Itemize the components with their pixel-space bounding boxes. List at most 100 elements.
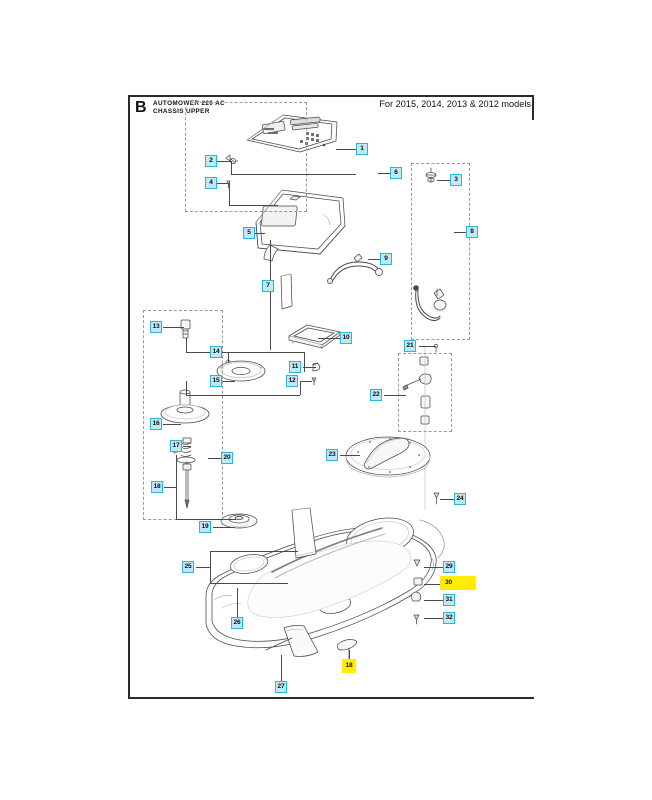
leader-line-8 (454, 232, 466, 233)
leader-line-18-bottom (349, 650, 350, 661)
part-wheel-disc (221, 514, 257, 528)
leader-line-15b (300, 381, 301, 395)
section-letter: B (135, 99, 147, 116)
part-screw-24 (434, 493, 439, 504)
callout-2[interactable]: 2 (205, 155, 217, 167)
leader-line-25 (196, 567, 210, 568)
frame-left-rule (128, 95, 130, 698)
leader-line-4 (217, 183, 229, 184)
part-fastener-3 (426, 168, 436, 182)
callout-19[interactable]: 19 (199, 521, 211, 533)
leader-line-7b (270, 292, 271, 350)
leader-line-18c (176, 519, 236, 520)
frame-top-rule (128, 95, 534, 97)
callout-13[interactable]: 13 (150, 321, 162, 333)
part-body-cover-housing (256, 190, 345, 261)
leader-line-17 (183, 446, 191, 447)
group-box-hardware (398, 353, 452, 432)
leader-line-25c (210, 551, 211, 583)
callout-15[interactable]: 15 (210, 375, 222, 387)
leader-line-15d (186, 381, 187, 395)
callout-18[interactable]: 18 (151, 481, 163, 493)
callout-26[interactable]: 26 (231, 617, 243, 629)
leader-line-22 (384, 395, 406, 396)
part-cable-group (414, 286, 446, 321)
callout-23[interactable]: 23 (326, 449, 338, 461)
leader-line-27 (281, 655, 282, 681)
callout-25[interactable]: 25 (182, 561, 194, 573)
callout-16[interactable]: 16 (150, 418, 162, 430)
leader-line-26 (237, 588, 238, 617)
leader-line-32 (424, 618, 443, 619)
leader-line-6 (378, 173, 390, 174)
callout-18-highlighted-bottom[interactable]: 18 (343, 660, 355, 672)
part-clip-bracket (313, 363, 320, 371)
callout-20[interactable]: 20 (221, 452, 233, 464)
leader-line-10 (318, 338, 340, 339)
leader-line-1 (336, 149, 356, 150)
callout-7[interactable]: 7 (262, 280, 274, 292)
page-title: AUTOMOWER 220 AC CHASSIS UPPER (153, 100, 225, 116)
leader-line-13c (186, 352, 304, 353)
callout-4[interactable]: 4 (205, 177, 217, 189)
callout-21[interactable]: 21 (404, 340, 416, 352)
part-small-screw-12 (312, 378, 316, 385)
callout-5[interactable]: 5 (243, 227, 255, 239)
callout-31[interactable]: 31 (443, 594, 455, 606)
leader-line-15c (186, 395, 300, 396)
callout-27[interactable]: 27 (275, 681, 287, 693)
part-hardware-right-column (411, 560, 422, 624)
leader-line-25b (210, 551, 298, 552)
part-keypad-display-panel (247, 115, 337, 152)
part-hardware-kit (403, 346, 431, 510)
leader-line-29 (424, 567, 443, 568)
leader-line-9 (368, 259, 380, 260)
leader-line-23 (340, 455, 360, 456)
frame-right-rule (532, 95, 534, 120)
callout-6[interactable]: 6 (390, 167, 402, 179)
callout-3[interactable]: 3 (450, 174, 462, 186)
leader-line-18b (176, 455, 177, 519)
leader-line-14 (228, 352, 229, 362)
part-gasket-frame (289, 325, 340, 349)
part-screw-21 (434, 344, 438, 352)
part-flat-plate-7 (281, 274, 292, 309)
leader-line-2 (217, 161, 231, 162)
leader-line-13d (304, 352, 305, 372)
callout-17[interactable]: 17 (170, 440, 182, 452)
diagram-header: B AUTOMOWER 220 AC CHASSIS UPPER For 201… (128, 96, 534, 122)
leader-line-25d (210, 583, 288, 584)
leader-line-30 (424, 584, 441, 585)
callout-30-highlighted[interactable]: 30 (441, 577, 475, 589)
callout-24[interactable]: 24 (454, 493, 466, 505)
models-note: For 2015, 2014, 2013 & 2012 models (379, 99, 531, 109)
callout-8[interactable]: 8 (466, 226, 478, 238)
leader-line-20 (208, 458, 221, 459)
callout-29[interactable]: 29 (443, 561, 455, 573)
callout-9[interactable]: 9 (380, 253, 392, 265)
title-line-section: CHASSIS UPPER (153, 108, 210, 116)
callout-14[interactable]: 14 (210, 346, 222, 358)
group-box-upper-left (185, 102, 307, 212)
leader-line-7 (270, 240, 271, 286)
leader-line-4c (229, 205, 278, 206)
title-line-model: AUTOMOWER 220 AC (153, 100, 225, 107)
callout-11[interactable]: 11 (289, 361, 301, 373)
callout-22[interactable]: 22 (370, 389, 382, 401)
callout-10[interactable]: 10 (340, 332, 352, 344)
part-connector-plug (181, 320, 190, 338)
leader-line-12 (300, 381, 312, 382)
leader-line-5 (255, 233, 265, 234)
callout-32[interactable]: 32 (443, 612, 455, 624)
part-chassis-upper-body (206, 508, 444, 657)
callout-12[interactable]: 12 (286, 375, 298, 387)
part-ring-seal (217, 361, 265, 381)
leader-line-18 (164, 487, 176, 488)
leader-line-2b (231, 161, 232, 174)
leader-line-3 (437, 180, 450, 181)
leader-line-31 (424, 600, 443, 601)
callout-1[interactable]: 1 (356, 143, 368, 155)
part-blade-disc-cover (346, 437, 430, 477)
